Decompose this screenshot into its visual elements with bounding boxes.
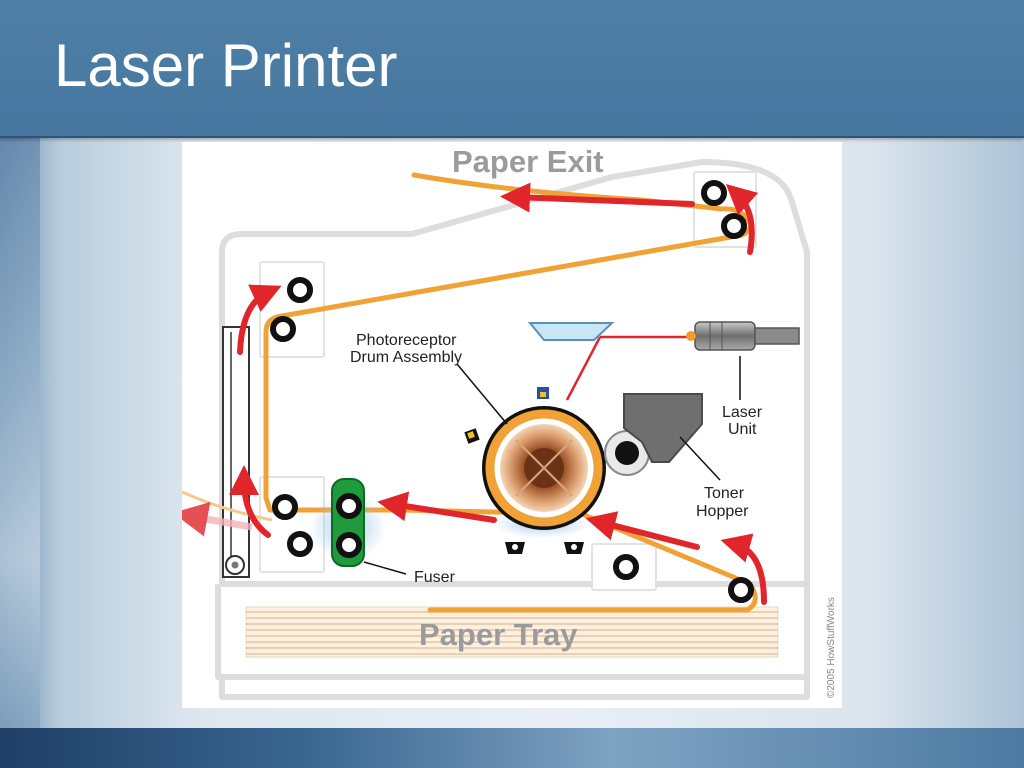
title-bar: Laser Printer [0, 0, 1024, 138]
toner-hopper-label-line2: Hopper [696, 503, 749, 520]
alternate-paper-exit [182, 490, 273, 522]
drum-accessories [464, 387, 584, 554]
laser-printer-diagram: Paper Exit Paper Tray Photoreceptor Drum… [182, 142, 842, 708]
laser-unit [686, 321, 800, 351]
rollers [270, 180, 754, 603]
toner-hopper [623, 393, 703, 463]
drum-label-line1: Photoreceptor [356, 332, 457, 349]
laser-beam [565, 335, 687, 401]
manual-feed-slot [222, 326, 250, 578]
slide-title: Laser Printer [54, 32, 398, 99]
background-bottom-band [0, 728, 1024, 768]
toner-hopper-label-line1: Toner [704, 485, 745, 502]
callout-leaders [363, 356, 741, 575]
photoreceptor-drum [482, 406, 606, 530]
background-shade [0, 138, 40, 738]
diagram-canvas: Paper Exit Paper Tray Photoreceptor Drum… [182, 144, 837, 700]
copyright-label: ©2005 HowStuffWorks [826, 597, 837, 698]
alternate-exit-arrow [182, 502, 253, 537]
drum-label-line2: Drum Assembly [350, 349, 462, 366]
fuser-unit [331, 478, 365, 567]
laser-unit-label-line1: Laser [722, 404, 763, 421]
paper-direction-arrows [229, 182, 767, 605]
paper-tray [245, 606, 779, 658]
printer-housing-outline [215, 159, 810, 700]
laser-unit-label-line2: Unit [728, 421, 757, 438]
scanning-mirror [527, 322, 615, 341]
paper-exit-label: Paper Exit [452, 144, 604, 179]
paper-tray-label: Paper Tray [419, 617, 578, 652]
fuser-label: Fuser [414, 569, 456, 586]
